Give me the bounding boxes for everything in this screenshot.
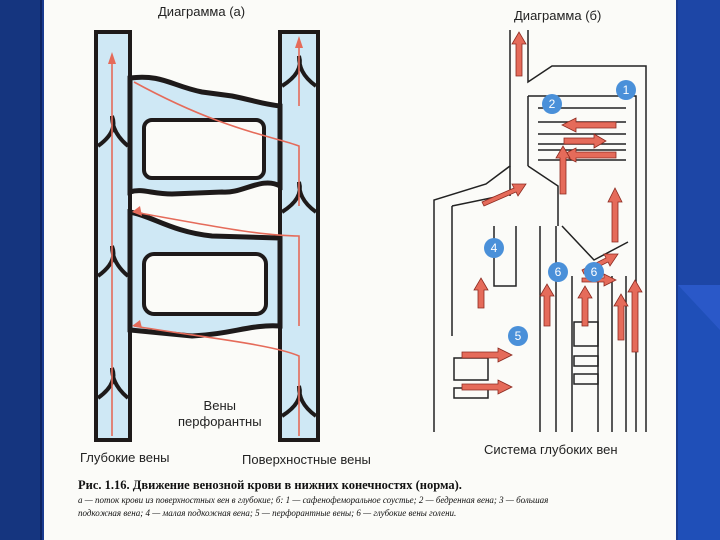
marker-2: 2	[549, 97, 556, 111]
marker-1: 1	[623, 83, 630, 97]
marker-5: 5	[515, 329, 522, 343]
upper-gap	[144, 120, 264, 178]
diagram-a	[72, 26, 372, 446]
numbered-markers	[484, 80, 672, 346]
slide-right-border	[678, 0, 720, 540]
label-superficial-veins: Поверхностные вены	[242, 452, 371, 468]
middle-gap	[144, 254, 266, 314]
marker-6a: 6	[555, 265, 562, 279]
caption-title: Рис. 1.16. Движение венозной крови в ниж…	[78, 478, 668, 493]
diagram-b: 1 2 3 4 5 6 6	[432, 26, 672, 436]
figure-caption: Рис. 1.16. Движение венозной крови в ниж…	[78, 478, 668, 519]
label-perforating-veins: Вены перфорантны	[178, 398, 262, 430]
marker-4: 4	[491, 241, 498, 255]
slide-left-border	[0, 0, 42, 540]
marker-6b: 6	[591, 265, 598, 279]
textbook-page: Диаграмма (а)	[44, 0, 676, 540]
label-deep-vein-system: Система глубоких вен	[484, 442, 618, 458]
label-deep-veins: Глубокие вены	[80, 450, 170, 466]
caption-line-2: подкожная вена; 4 — малая подкожная вена…	[78, 508, 668, 519]
diagram-a-title: Диаграмма (а)	[158, 4, 245, 19]
caption-line-1: а — поток крови из поверхностных вен в г…	[78, 495, 668, 506]
diagram-b-title: Диаграмма (б)	[514, 8, 601, 23]
corner-decoration	[678, 0, 720, 540]
flow-arrows	[462, 32, 642, 394]
